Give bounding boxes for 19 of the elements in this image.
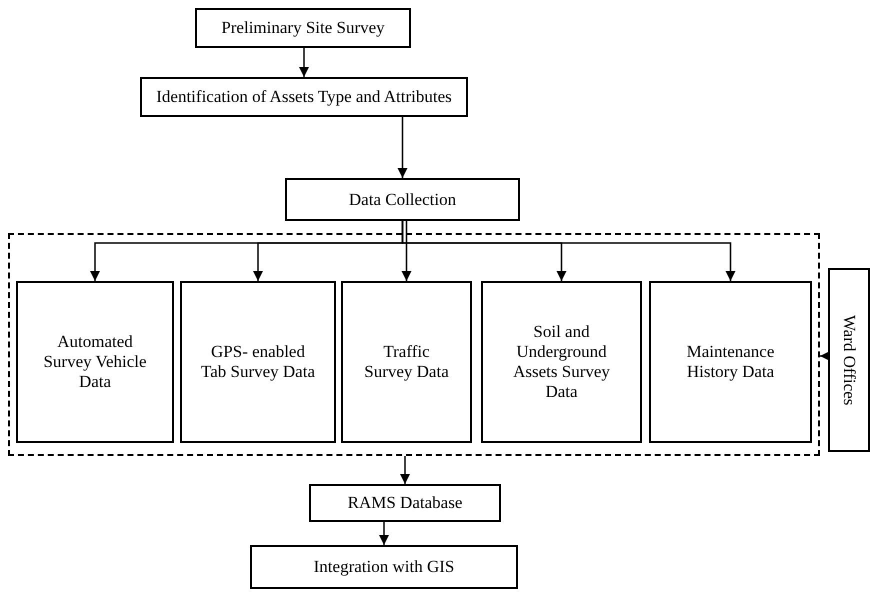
process-box: Integration with GIS [250,545,518,589]
process-box: GPS- enabled Tab Survey Data [180,281,336,443]
arrow [299,48,309,77]
process-box: Identification of Assets Type and Attributes [140,77,468,117]
process-box: Soil and Underground Assets Survey Data [481,281,642,443]
process-box: Maintenance History Data [649,281,812,443]
process-box: Automated Survey Vehicle Data [16,281,174,443]
process-box: Preliminary Site Survey [195,8,411,48]
arrow [400,456,410,484]
process-box: Ward Offices [828,268,870,452]
process-box: Traffic Survey Data [341,281,472,443]
arrow [820,351,830,361]
arrow [398,117,408,178]
process-box: RAMS Database [309,484,501,522]
dashed-group-box [8,233,820,456]
process-box: Data Collection [285,178,520,221]
arrow [402,221,736,281]
arrow [402,221,412,281]
arrow [379,522,389,545]
